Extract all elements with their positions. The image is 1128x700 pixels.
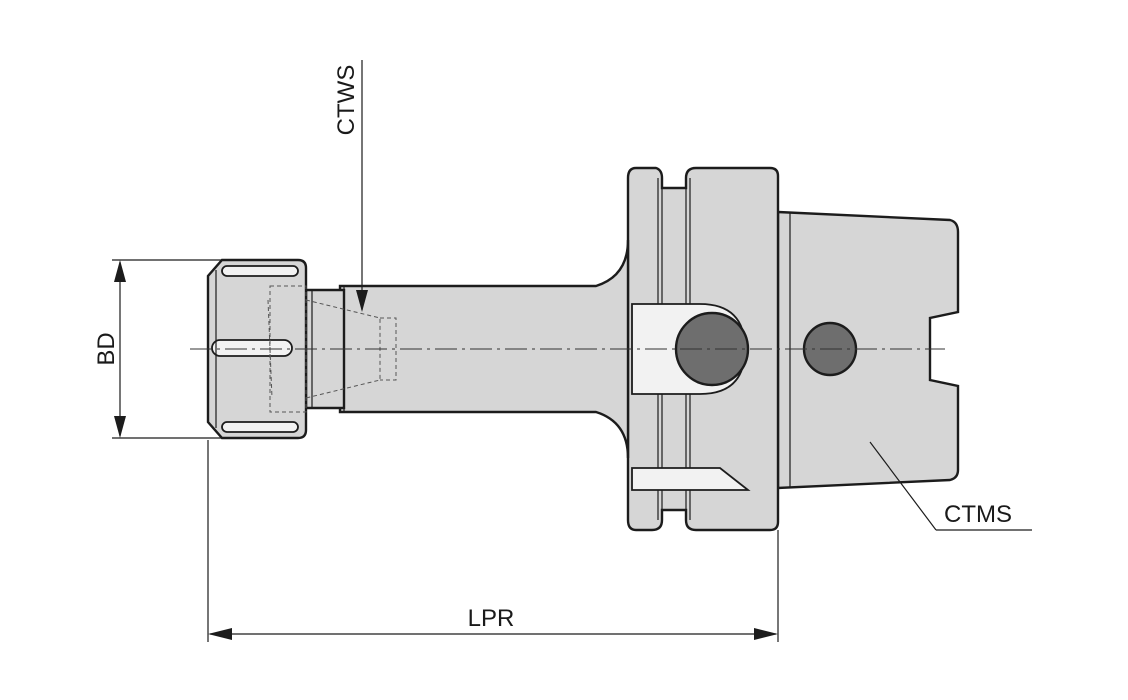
- key-pin: [674, 311, 750, 387]
- lpr-dimension: [207, 440, 779, 642]
- bd-label: BD: [93, 332, 120, 365]
- ctms-label: CTMS: [944, 501, 1012, 528]
- ctms-leader: [869, 441, 1032, 531]
- ctws-label: CTWS: [333, 65, 360, 136]
- lpr-label: LPR: [468, 605, 515, 632]
- taper-shank: [776, 210, 960, 490]
- ctws-leader: [356, 60, 368, 312]
- bd-dimension: [112, 259, 222, 439]
- collet-nut: [206, 258, 308, 440]
